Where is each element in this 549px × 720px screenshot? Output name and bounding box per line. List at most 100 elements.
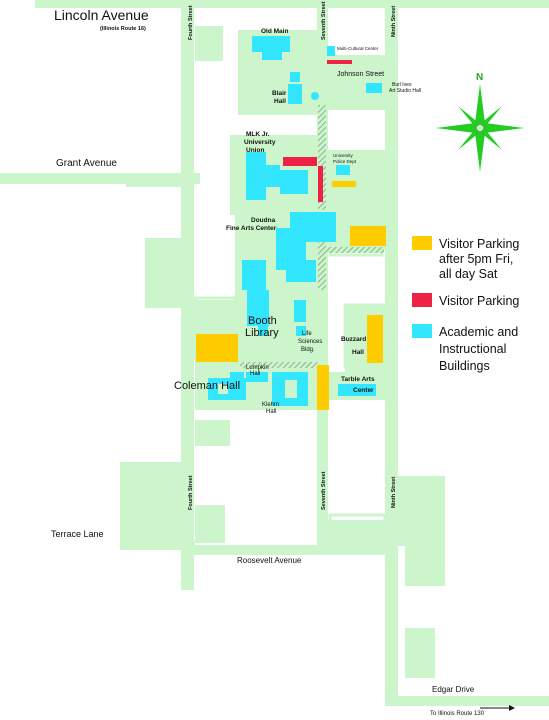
life-sciences-building (294, 300, 306, 322)
police-label-1: University (333, 153, 354, 158)
fourth-street-label-south: Fourth Street (188, 475, 194, 510)
booth-library-main (247, 290, 269, 326)
doudna-south (286, 260, 316, 282)
buzzard-label-1: Buzzard (341, 336, 366, 343)
red-parking-multicultural (327, 60, 352, 64)
terrace-lane-label: Terrace Lane (51, 529, 104, 539)
lumpkin-label-2: Hall (250, 371, 260, 377)
edgar-drive-label: Edgar Drive (432, 685, 475, 694)
red-parking-seventh (318, 166, 323, 202)
lumpkin-hall-building (246, 372, 268, 382)
burl-ives-label-1: Burl Ives (392, 82, 412, 88)
ninth-street-label-south: Ninth Street (391, 477, 397, 508)
grounds-sw-fourth (145, 238, 181, 308)
klehm-label-1: Klehm (262, 402, 279, 408)
legend-cyan-swatch (412, 324, 432, 338)
orange-parking-seventh (317, 365, 329, 410)
doudna-label-2: Fine Arts Center (226, 225, 277, 232)
lincoln-route-label: (Illinois Route 16) (100, 26, 146, 32)
red-parking-mlk (283, 157, 317, 166)
ninth-street-label: Ninth Street (391, 6, 397, 37)
courtyards (218, 380, 297, 398)
mlk-label-2: University (244, 139, 276, 146)
compass-rose: N (436, 72, 524, 172)
outline-south-plot (328, 513, 387, 549)
grounds-terrace-block (120, 462, 182, 540)
legend-orange-line-3: all day Sat (439, 267, 498, 281)
police-label-2: Police Dept (333, 159, 357, 164)
edgar-drive-road (398, 696, 549, 706)
grounds-fourth-south-a (195, 505, 225, 543)
life-sciences-label-3: Bldg. (301, 347, 315, 353)
compass-star-icon (436, 84, 524, 172)
legend-orange-line-2: after 5pm Fri, (439, 252, 513, 266)
fourth-street-road (181, 6, 194, 590)
old-main-building (252, 36, 290, 52)
building-labels: Old Main Multi-Cultural Center Burl Ives… (174, 28, 421, 415)
johnson-street-label: Johnson Street (337, 71, 384, 78)
booth-library-label-2: Library (245, 327, 279, 339)
grounds-east-north (328, 55, 385, 110)
map-legend: Visitor Parking after 5pm Fri, all day S… (412, 236, 519, 373)
grounds-ninth-east-c (405, 628, 435, 678)
legend-red-line-1: Visitor Parking (439, 294, 519, 308)
burl-ives-label-2: Art Studio Hall (389, 88, 421, 94)
grounds-ninth-east-a (398, 476, 445, 546)
grounds-north-fourth (195, 26, 223, 61)
tarble-arts-building (338, 384, 376, 396)
legend-red-swatch (412, 293, 432, 307)
mlk-label-3: Union (246, 147, 264, 154)
terrace-lane-road (120, 540, 195, 550)
grounds-south-fourth (195, 420, 230, 446)
roosevelt-avenue-road (181, 545, 398, 555)
courtyard-klehm (285, 380, 297, 398)
grounds-ninth-east-b (405, 546, 445, 586)
life-sciences-annex (296, 326, 306, 336)
orange-parking-police (332, 181, 356, 187)
street-labels: Lincoln Avenue (Illinois Route 16) Grant… (51, 1, 515, 717)
hatched-walkways (240, 105, 384, 368)
seventh-street-label: Seventh Street (321, 1, 327, 40)
seventh-street-label-south: Seventh Street (321, 471, 327, 510)
lincoln-avenue-road (35, 0, 549, 8)
hatch-doudna-east (322, 247, 384, 253)
blair-hall-label-2: Hall (274, 98, 286, 105)
orange-parking-coleman (196, 334, 238, 362)
booth-library-north (242, 260, 266, 290)
buzzard-label-2: Hall (352, 349, 364, 356)
legend-orange-swatch (412, 236, 432, 250)
legend-cyan-line-3: Buildings (439, 359, 490, 373)
mlk-union-wing (266, 165, 280, 187)
grounds-west-grant (126, 175, 181, 187)
hatch-seventh-b (318, 240, 326, 290)
grant-avenue-road (0, 173, 200, 184)
orange-parking-doudna (350, 226, 386, 246)
multicultural-building (327, 46, 335, 56)
hatch-seventh-a (318, 105, 326, 210)
mlk-union-main (246, 152, 266, 200)
academic-buildings (208, 36, 382, 406)
grounds-seventh-south (328, 520, 385, 545)
klehm-label-2: Hall (266, 409, 276, 415)
doudna-label-1: Doudna (251, 217, 276, 224)
ninth-street-road (385, 6, 398, 706)
blair-hall-wing (288, 84, 302, 104)
hatch-roosevelt-link (240, 362, 318, 368)
visitor-parking-orange (196, 181, 386, 410)
old-main-wing (262, 52, 282, 60)
booth-library-label-1: Booth (248, 315, 277, 327)
mlk-union-south (280, 170, 308, 194)
tarble-label-1: Tarble Arts (341, 376, 375, 383)
route-130-label: To Illinois Route 130 (430, 711, 485, 717)
life-sciences-label-2: Sciences (298, 339, 322, 345)
blair-hall-building (290, 72, 300, 82)
visitor-parking-red (283, 60, 352, 202)
grounds-east-police (328, 150, 385, 210)
life-sciences-label-1: Life (302, 331, 312, 337)
burl-ives-building (366, 83, 382, 93)
police-dept-building (336, 165, 350, 175)
lumpkin-label-1: Lumpkin (246, 365, 269, 371)
coleman-hall-label: Coleman Hall (174, 380, 240, 392)
legend-cyan-line-1: Academic and (439, 325, 518, 339)
